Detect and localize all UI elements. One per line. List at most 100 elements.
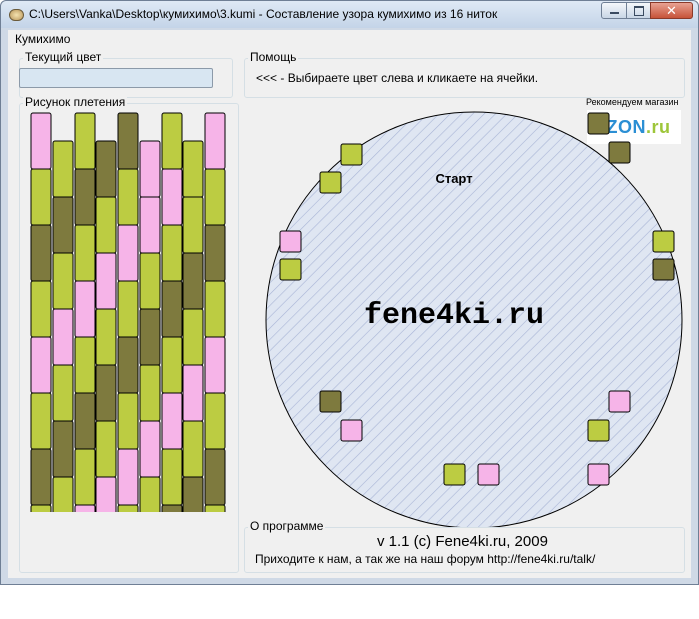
pattern-cell[interactable] xyxy=(52,420,74,478)
pattern-cell[interactable] xyxy=(74,392,96,450)
about-group: О программе v 1.1 (c) Fene4ki.ru, 2009 П… xyxy=(244,519,685,573)
pattern-cell[interactable] xyxy=(52,364,74,422)
menu-item-kumihimo[interactable]: Кумихимо xyxy=(15,32,71,46)
thread-slot[interactable] xyxy=(608,141,631,164)
pattern-cell[interactable] xyxy=(74,112,96,170)
shop-label: Рекомендуем магазин xyxy=(586,97,679,107)
maximize-button[interactable] xyxy=(626,2,651,19)
pattern-cell[interactable] xyxy=(182,308,204,366)
pattern-cell[interactable] xyxy=(204,168,226,226)
pattern-cell[interactable] xyxy=(117,504,139,512)
thread-slot[interactable] xyxy=(279,230,302,253)
pattern-cell[interactable] xyxy=(95,308,117,366)
pattern-cell[interactable] xyxy=(117,112,139,170)
thread-slot[interactable] xyxy=(652,258,675,281)
version-text: v 1.1 (c) Fene4ki.ru, 2009 xyxy=(377,533,548,550)
pattern-cell[interactable] xyxy=(74,168,96,226)
pattern-cell[interactable] xyxy=(204,224,226,282)
pattern-cell[interactable] xyxy=(117,224,139,282)
pattern-cell[interactable] xyxy=(161,336,183,394)
pattern-cell[interactable] xyxy=(95,140,117,198)
thread-slot[interactable] xyxy=(319,171,342,194)
minimize-button[interactable] xyxy=(601,2,627,19)
pattern-cell[interactable] xyxy=(30,392,52,450)
client-area: Кумихимо Текущий цвет Рисунок плетения П… xyxy=(8,30,691,578)
pattern-cell[interactable] xyxy=(74,336,96,394)
disk-center-text: fene4ki.ru xyxy=(364,299,544,333)
thread-slot[interactable] xyxy=(608,390,631,413)
pattern-cell[interactable] xyxy=(117,448,139,506)
pattern-cell[interactable] xyxy=(204,448,226,506)
pattern-cell[interactable] xyxy=(161,224,183,282)
pattern-cell[interactable] xyxy=(117,280,139,338)
pattern-cell[interactable] xyxy=(204,392,226,450)
app-icon xyxy=(9,9,24,21)
pattern-cell[interactable] xyxy=(30,504,52,512)
pattern-cell[interactable] xyxy=(161,448,183,506)
pattern-cell[interactable] xyxy=(204,280,226,338)
pattern-cell[interactable] xyxy=(139,364,161,422)
thread-slot[interactable] xyxy=(652,230,675,253)
pattern-cell[interactable] xyxy=(95,252,117,310)
pattern-cell[interactable] xyxy=(95,364,117,422)
pattern-cell[interactable] xyxy=(30,448,52,506)
thread-slot[interactable] xyxy=(340,143,363,166)
pattern-cell[interactable] xyxy=(204,112,226,170)
pattern-cell[interactable] xyxy=(52,196,74,254)
pattern-cell[interactable] xyxy=(139,476,161,512)
menu-bar: Кумихимо xyxy=(8,30,691,48)
pattern-cell[interactable] xyxy=(95,196,117,254)
pattern-cell[interactable] xyxy=(161,504,183,512)
thread-slot[interactable] xyxy=(443,463,466,486)
pattern-cell[interactable] xyxy=(182,364,204,422)
pattern-cell[interactable] xyxy=(161,280,183,338)
pattern-cell[interactable] xyxy=(52,140,74,198)
pattern-cell[interactable] xyxy=(95,420,117,478)
pattern-cell[interactable] xyxy=(117,336,139,394)
pattern-cell[interactable] xyxy=(74,224,96,282)
pattern-cell[interactable] xyxy=(30,112,52,170)
pattern-cell[interactable] xyxy=(74,504,96,512)
thread-slot[interactable] xyxy=(587,112,610,135)
current-color-swatch[interactable] xyxy=(19,68,213,88)
thread-slot[interactable] xyxy=(587,463,610,486)
pattern-cell[interactable] xyxy=(139,140,161,198)
pattern-cell[interactable] xyxy=(117,168,139,226)
pattern-cell[interactable] xyxy=(182,476,204,512)
thread-slot[interactable] xyxy=(340,419,363,442)
pattern-cell[interactable] xyxy=(117,392,139,450)
pattern-cell[interactable] xyxy=(52,476,74,512)
pattern-cell[interactable] xyxy=(52,252,74,310)
pattern-cell[interactable] xyxy=(52,308,74,366)
close-button[interactable]: ✕ xyxy=(650,2,693,19)
pattern-cell[interactable] xyxy=(161,168,183,226)
pattern-cell[interactable] xyxy=(182,420,204,478)
pattern-cell[interactable] xyxy=(30,336,52,394)
pattern-cell[interactable] xyxy=(204,336,226,394)
pattern-cell[interactable] xyxy=(204,504,226,512)
thread-slot[interactable] xyxy=(587,419,610,442)
pattern-cell[interactable] xyxy=(74,448,96,506)
pattern-cell[interactable] xyxy=(95,476,117,512)
thread-slot[interactable] xyxy=(319,390,342,413)
minimize-icon xyxy=(610,12,619,14)
pattern-cell[interactable] xyxy=(139,252,161,310)
pattern-cell[interactable] xyxy=(74,280,96,338)
pattern-cell[interactable] xyxy=(139,308,161,366)
window-title: C:\Users\Vanka\Desktop\кумихимо\3.kumi -… xyxy=(29,7,498,21)
about-label: О программе xyxy=(248,519,326,533)
thread-slot[interactable] xyxy=(279,258,302,281)
pattern-cell[interactable] xyxy=(182,252,204,310)
pattern-cell[interactable] xyxy=(182,196,204,254)
pattern-cell[interactable] xyxy=(30,280,52,338)
kumihimo-disk: Старт fene4ki.ru xyxy=(265,111,683,528)
pattern-cell[interactable] xyxy=(182,140,204,198)
pattern-cell[interactable] xyxy=(161,112,183,170)
pattern-cell[interactable] xyxy=(30,168,52,226)
title-bar[interactable]: C:\Users\Vanka\Desktop\кумихимо\3.kumi -… xyxy=(1,1,698,28)
pattern-cell[interactable] xyxy=(139,196,161,254)
pattern-cell[interactable] xyxy=(30,224,52,282)
pattern-cell[interactable] xyxy=(139,420,161,478)
pattern-cell[interactable] xyxy=(161,392,183,450)
thread-slot[interactable] xyxy=(477,463,500,486)
